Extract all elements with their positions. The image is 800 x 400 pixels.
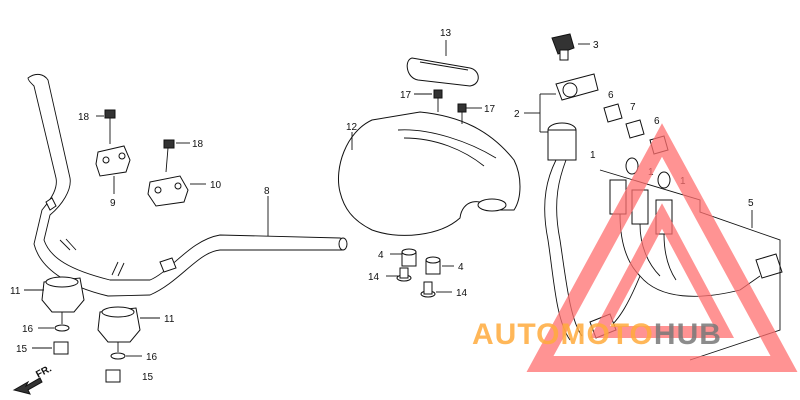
indicator-6-a: [603, 103, 623, 123]
handlebar-cover: [338, 111, 521, 236]
bolt-18-a: [104, 109, 116, 144]
callout-7: 7: [630, 102, 636, 113]
callout-4-b: 4: [458, 262, 464, 273]
washer-16-b: [110, 352, 126, 360]
bolt-18-b: [163, 139, 175, 173]
callout-15-b: 15: [142, 372, 154, 383]
nut-15-a: [53, 341, 69, 355]
upper-holder-10: [147, 175, 189, 207]
callout-18-a: 18: [78, 112, 90, 123]
cover-pad-13: [406, 57, 479, 87]
callout-6-b: 6: [654, 116, 660, 127]
lower-holder-11-b: [97, 306, 141, 352]
washer-16-a: [54, 324, 70, 332]
leader-lines: [24, 40, 753, 357]
collar-14-b: [420, 281, 436, 298]
callout-9: 9: [110, 198, 116, 209]
callout-labels: 3 13 17 17 2 6 7 6 12 18 18 10 9 8 5 1 1…: [10, 28, 754, 383]
callout-4-a: 4: [378, 250, 384, 261]
watermark-hub: HUB: [653, 318, 722, 351]
callout-11-a: 11: [10, 286, 21, 297]
watermark-moto: MOTO: [560, 318, 654, 351]
callout-8: 8: [264, 186, 270, 197]
callout-14-b: 14: [456, 288, 468, 299]
callout-6-a: 6: [608, 90, 614, 101]
callout-2: 2: [514, 109, 520, 120]
callout-15-a: 15: [16, 344, 28, 355]
ignition-key-3: [551, 33, 575, 61]
watermark-auto: AUTO: [472, 318, 561, 351]
front-direction-arrow: [12, 377, 43, 395]
grommet-4-a: [401, 248, 417, 267]
watermark-text: AUTOMOTOHUB: [472, 318, 722, 352]
callout-5: 5: [748, 198, 754, 209]
grommet-4-b: [425, 256, 441, 275]
callout-11-b: 11: [164, 314, 175, 325]
nut-15-b: [105, 369, 121, 383]
callout-14-a: 14: [368, 272, 380, 283]
callout-3: 3: [593, 40, 599, 51]
lower-holder-11-a: [41, 276, 85, 324]
callout-16-b: 16: [146, 352, 158, 363]
callout-13: 13: [440, 28, 452, 39]
callout-17-b: 17: [484, 104, 496, 115]
collar-14-a: [396, 267, 412, 282]
indicator-7: [625, 119, 645, 139]
bolt-17-a: [433, 89, 443, 112]
callout-1-a: 1: [590, 150, 596, 161]
callout-18-b: 18: [192, 139, 204, 150]
handlebar: [27, 73, 348, 297]
front-direction-label: FR.: [34, 363, 54, 380]
callout-12: 12: [346, 122, 358, 133]
callout-16-a: 16: [22, 324, 34, 335]
upper-holder-9: [95, 145, 131, 177]
callout-10: 10: [210, 180, 222, 191]
watermark-logo: [526, 123, 798, 372]
callout-17-a: 17: [400, 90, 412, 101]
